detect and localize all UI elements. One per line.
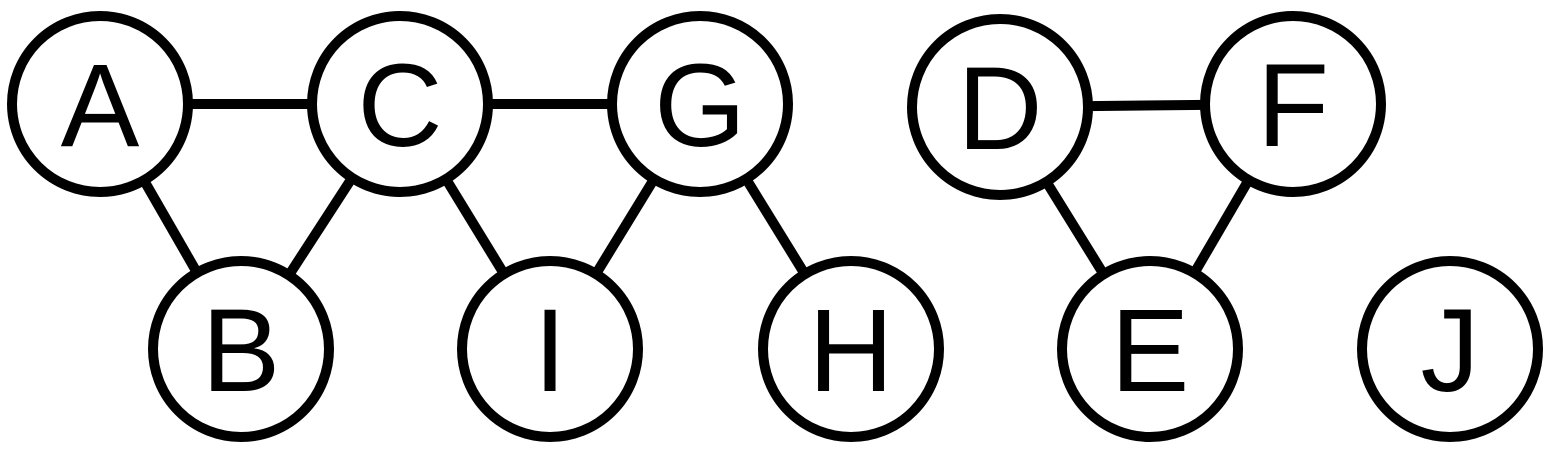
node-label: D	[957, 43, 1042, 175]
node-i: I	[457, 256, 643, 442]
node-g: G	[607, 11, 793, 197]
edge-g-i	[591, 176, 659, 277]
node-label: H	[808, 285, 893, 417]
node-circle	[457, 256, 643, 442]
node-h: H	[758, 256, 944, 442]
node-label: E	[1111, 285, 1190, 417]
edge-d-e	[1042, 179, 1108, 277]
node-circle	[1057, 256, 1243, 442]
node-label: J	[1421, 285, 1480, 417]
node-label: C	[357, 40, 442, 172]
edge-c-b	[284, 175, 357, 278]
node-j: J	[1357, 256, 1543, 442]
node-label: A	[61, 40, 140, 172]
edge-c-i	[441, 176, 509, 277]
node-circle	[1200, 11, 1386, 197]
node-d: D	[907, 14, 1093, 200]
node-f: F	[1200, 11, 1386, 197]
edge-g-h	[741, 176, 810, 277]
node-label: G	[654, 40, 746, 172]
node-circle	[758, 256, 944, 442]
node-e: E	[1057, 256, 1243, 442]
node-circle	[907, 14, 1093, 200]
node-b: B	[148, 256, 334, 442]
node-label: I	[534, 285, 567, 417]
node-circle	[148, 256, 334, 442]
edge-d-f	[1087, 99, 1206, 112]
edge-f-e	[1190, 177, 1253, 276]
edge-a-b	[139, 177, 202, 276]
node-a: A	[7, 11, 193, 197]
node-circle	[7, 11, 193, 197]
node-circle	[1357, 256, 1543, 442]
edges-layer	[139, 99, 1253, 278]
node-circle	[607, 11, 793, 197]
node-c: C	[307, 11, 493, 197]
node-label: F	[1257, 40, 1329, 172]
node-label: B	[202, 285, 281, 417]
node-circle	[307, 11, 493, 197]
